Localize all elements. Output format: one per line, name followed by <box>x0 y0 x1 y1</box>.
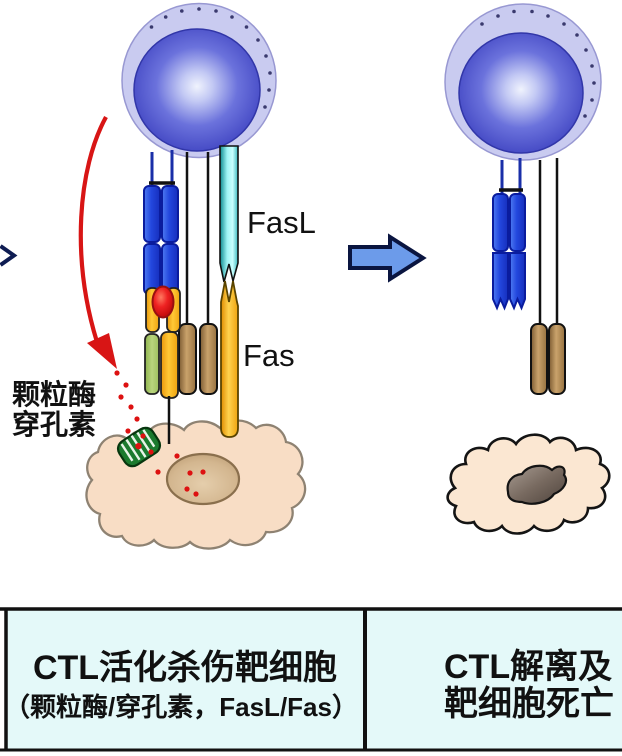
membrane-dots-left <box>149 7 272 109</box>
antigen-peptide <box>151 285 175 319</box>
fas-receptor <box>220 280 239 438</box>
caption-table: CTL活化杀伤靶细胞 （颗粒酶/穿孔素，FasL/Fas） CTL解离及 靶细胞… <box>0 607 622 752</box>
membrane-dots-right <box>480 9 596 118</box>
granzyme-dots <box>114 370 206 497</box>
adhesion-molecules-right <box>530 158 566 395</box>
granzyme-in-pore <box>135 442 142 450</box>
dead-nucleus <box>506 464 568 505</box>
fasl-ligand <box>219 145 239 283</box>
fas-label: Fas <box>243 338 295 373</box>
fasl-label: FasL <box>247 205 316 240</box>
caption-left-subtitle: （颗粒酶/穿孔素，FasL/Fas） <box>4 692 358 722</box>
target-cell-left <box>85 419 307 550</box>
adhesion-molecules-left <box>178 152 218 395</box>
red-release-arrow <box>78 115 117 369</box>
dead-target-cell <box>446 433 611 535</box>
previous-step-arrow-tip <box>0 244 18 267</box>
ctl-cell-left <box>121 2 277 159</box>
caption-cell-right <box>365 610 622 749</box>
ctl-cell-body-right <box>458 32 584 154</box>
caption-right-title: CTL解离及 <box>444 647 612 686</box>
caption-right-subtitle: 靶细胞死亡 <box>444 685 614 723</box>
ctl-cell-body <box>133 28 261 152</box>
mhc-antigen-complex <box>144 285 181 399</box>
caption-left-title: CTL活化杀伤靶细胞 <box>33 649 337 687</box>
ctl-cell-right <box>444 3 602 161</box>
transition-arrow <box>348 233 427 283</box>
target-cell-nucleus <box>165 452 241 506</box>
tcr-complex-right <box>492 158 526 311</box>
perforin-label: 穿孔素 <box>12 409 96 440</box>
perforin-pore <box>116 426 162 468</box>
granzyme-label: 颗粒酶 <box>12 379 96 410</box>
tcr-complex-left <box>143 150 179 295</box>
caption-cell-left <box>6 610 365 749</box>
